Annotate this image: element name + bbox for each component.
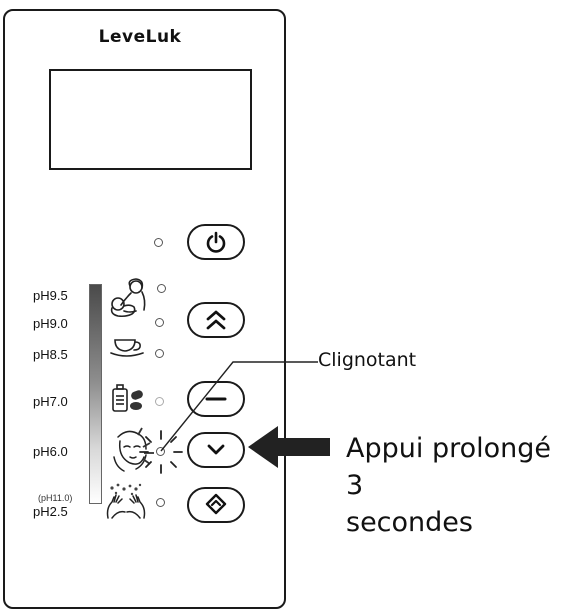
power-icon [206,231,226,253]
minus-icon [205,397,227,401]
ph-label-7-0: pH7.0 [33,394,68,409]
led-ph7-0 [155,397,164,406]
baby-mother-icon [110,278,146,318]
display-screen [49,69,252,170]
ph-gradient-bar [89,284,102,504]
ph-label-8-5: pH8.5 [33,347,68,362]
power-button[interactable] [187,224,245,260]
press-instruction-line1: Appui prolongé 3 [346,433,551,501]
down-button[interactable] [187,432,245,468]
up-button[interactable] [187,302,245,338]
ph-label-11-0: (pH11.0) [38,493,73,503]
ph-label-2-5: pH2.5 [33,504,68,519]
led-ph6-0-blinking [156,447,165,456]
ph-label-9-0: pH9.0 [33,316,68,331]
face-wash-icon [113,427,154,472]
select-button[interactable] [187,487,245,523]
blinking-label: Clignotant [318,349,417,371]
led-ph8-5 [155,349,164,358]
led-ph9-5 [157,284,166,293]
brand-logo: LeveLuk [98,27,182,47]
blink-rays-icon [139,430,183,474]
chevron-down-icon [207,444,225,455]
power-led [154,238,163,247]
led-ph2-5 [156,498,165,507]
press-instruction: Appui prolongé 3 secondes [346,430,576,541]
press-instruction-line2: secondes [346,507,473,538]
bottle-pills-icon [112,384,143,412]
minus-button[interactable] [187,381,245,417]
blink-callout-line [160,361,318,452]
ph-label-9-5: pH9.5 [33,288,68,303]
ph-label-6-0: pH6.0 [33,444,68,459]
led-ph9-0 [155,318,164,327]
left-arrow-icon [248,426,330,468]
washing-hands-icon [106,483,146,519]
teacup-icon [110,339,144,357]
up-down-chevrons-icon [205,493,227,515]
double-chevron-up-icon [206,310,226,330]
